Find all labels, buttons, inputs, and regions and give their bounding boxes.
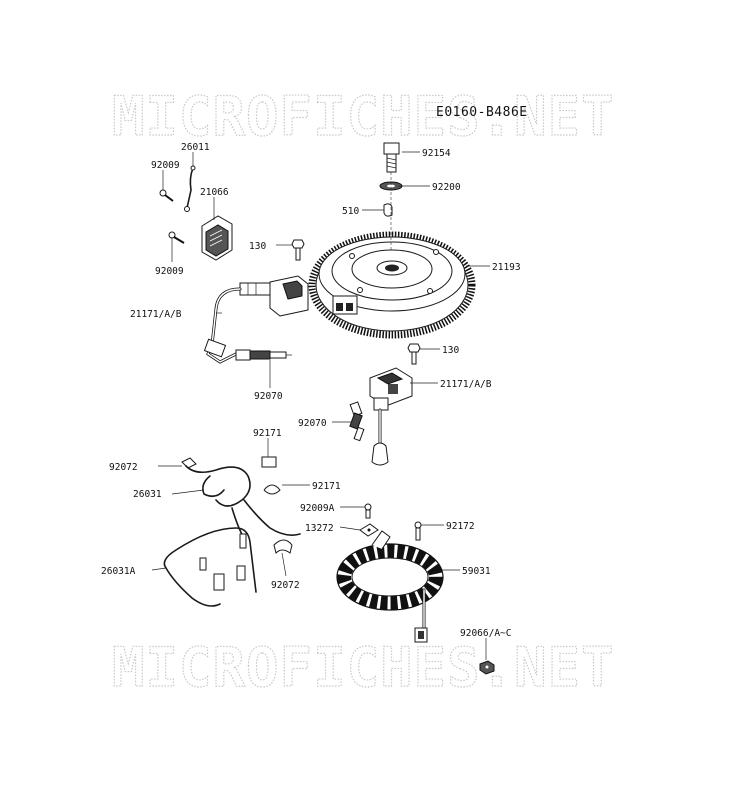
part-label-92072-lower: 92072 — [271, 580, 300, 591]
part-label-21066: 21066 — [200, 187, 229, 198]
regulator-21066 — [201, 215, 233, 261]
stator — [336, 530, 444, 643]
part-label-92009A: 92009A — [300, 503, 335, 514]
nut-92066 — [479, 660, 495, 675]
part-label-13272: 13272 — [305, 523, 334, 534]
screw-92172 — [414, 521, 422, 541]
bolt-130-upper — [291, 239, 305, 261]
part-label-21193: 21193 — [492, 262, 521, 273]
wiring-harness-26031 — [181, 456, 301, 549]
part-label-92171-lower: 92171 — [312, 481, 341, 492]
leader-lines — [151, 151, 490, 660]
part-label-92154: 92154 — [422, 148, 451, 159]
wiring-harness-26031A — [163, 527, 257, 607]
screw-92009A — [364, 503, 372, 519]
ignition-coil-lower — [369, 367, 413, 466]
part-label-92172: 92172 — [446, 521, 475, 532]
part-label-59031: 59031 — [462, 566, 491, 577]
part-label-130-upper: 130 — [249, 241, 266, 252]
part-label-510: 510 — [342, 206, 359, 217]
part-label-92066: 92066/A~C — [460, 628, 511, 639]
part-label-92072-upper: 92072 — [109, 462, 138, 473]
clip-13272 — [359, 523, 379, 537]
part-label-92070-lower: 92070 — [298, 418, 327, 429]
watermark-bottom: MICROFICHES.NET — [112, 636, 615, 699]
part-label-92070-upper: 92070 — [254, 391, 283, 402]
part-label-21171-upper: 21171/A/B — [130, 309, 182, 320]
part-label-130-lower: 130 — [442, 345, 459, 356]
part-label-92171-upper: 92171 — [253, 428, 282, 439]
screw-92009-lower — [168, 231, 185, 244]
lead-wire-26011 — [184, 165, 196, 212]
part-label-92009-lower: 92009 — [155, 266, 184, 277]
clamp-92171-upper — [261, 456, 277, 468]
part-label-92200: 92200 — [432, 182, 461, 193]
diagram-code: E0160-B486E — [436, 105, 528, 120]
bolt-130-lower — [407, 343, 421, 365]
part-label-26011: 26011 — [181, 142, 210, 153]
part-label-92009-upper: 92009 — [151, 160, 180, 171]
clamp-92171-lower — [263, 484, 281, 495]
part-label-26031: 26031 — [133, 489, 162, 500]
spark-plug-lower — [349, 401, 365, 442]
ignition-coil-upper — [203, 275, 309, 364]
screw-92009-upper — [159, 189, 174, 202]
flywheel — [308, 231, 476, 339]
clamp-92072-lower — [273, 539, 293, 554]
key — [383, 203, 393, 217]
flywheel-bolt — [383, 142, 400, 173]
spark-plug-upper — [235, 349, 292, 361]
watermark-top: MICROFICHES.NET — [112, 85, 615, 148]
part-label-26031A: 26031A — [101, 566, 136, 577]
part-label-21171-lower: 21171/A/B — [440, 379, 492, 390]
